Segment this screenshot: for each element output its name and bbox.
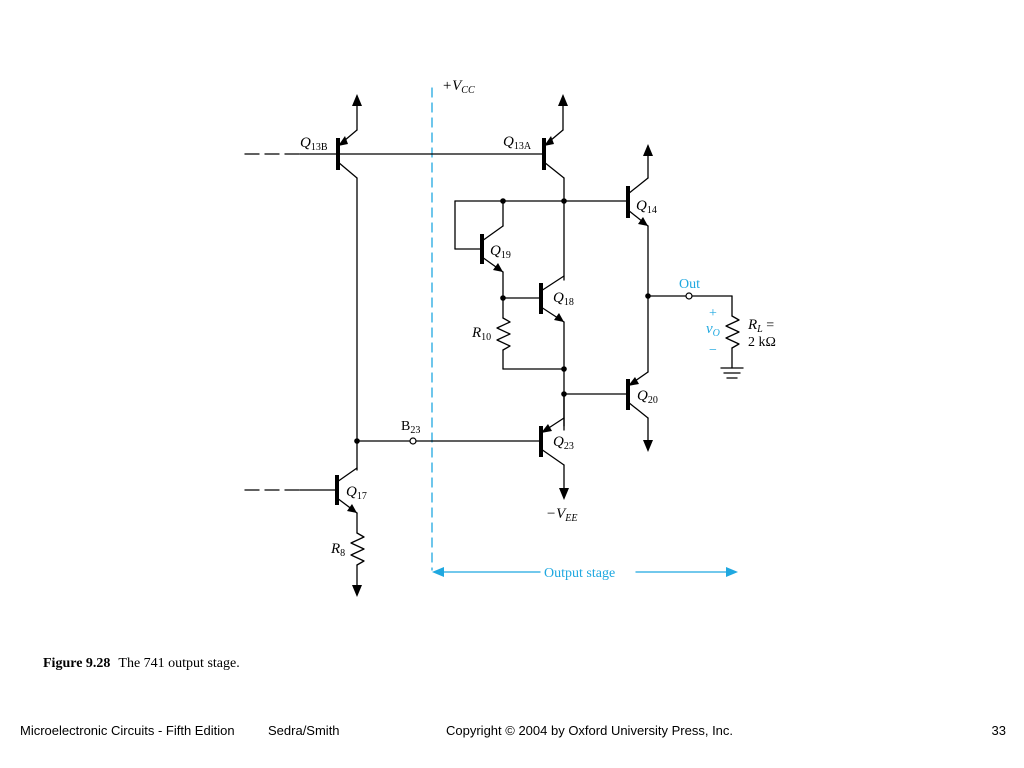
transistor-q20	[563, 371, 653, 452]
label-q14: Q14	[636, 198, 657, 216]
footer-book-title: Microelectronic Circuits - Fifth Edition	[20, 723, 235, 738]
transistor-q13a	[542, 94, 568, 202]
label-out: Out	[679, 277, 700, 292]
footer-copyright: Copyright © 2004 by Oxford University Pr…	[446, 723, 734, 738]
label-output-stage: Output stage	[544, 566, 615, 581]
transistor-q19	[454, 200, 565, 299]
label-vee: −VEE	[546, 506, 578, 524]
transistor-q13b	[336, 94, 362, 442]
footer-authors: Sedra/Smith	[268, 723, 340, 738]
label-vo-minus: −	[709, 343, 717, 358]
transistor-q14	[626, 144, 653, 373]
label-q23: Q23	[553, 434, 574, 452]
figure-caption-text: The 741 output stage.	[118, 656, 240, 671]
label-q13b: Q13B	[300, 135, 328, 153]
b23-node	[409, 437, 417, 445]
transistor-q18	[502, 200, 565, 431]
figure-caption: Figure 9.28 The 741 output stage.	[43, 656, 240, 672]
figure-number: Figure 9.28	[43, 656, 111, 671]
resistor-r10	[496, 297, 565, 370]
circuit-diagram: +VCC Q13B Q13A Q14 Q19 Q18 R10 Q20 B23 Q…	[244, 78, 776, 597]
label-q20: Q20	[637, 388, 658, 406]
label-vo: vO	[706, 321, 720, 339]
label-r8: R8	[330, 541, 345, 559]
label-q13a: Q13A	[503, 134, 532, 152]
junction-dots	[354, 198, 651, 444]
output-load	[647, 292, 744, 379]
label-vo-plus: +	[709, 306, 717, 321]
label-q19: Q19	[490, 243, 511, 261]
label-vcc: +VCC	[442, 78, 475, 96]
label-r10: R10	[471, 325, 491, 343]
resistor-r8	[350, 532, 365, 597]
label-q18: Q18	[553, 290, 574, 308]
footer-page-number: 33	[991, 723, 1006, 738]
label-q17: Q17	[346, 484, 367, 502]
label-rl: RL =	[747, 317, 774, 335]
out-node	[685, 292, 693, 300]
label-b23: B23	[401, 419, 420, 436]
label-rl-value: 2 kΩ	[748, 335, 776, 350]
